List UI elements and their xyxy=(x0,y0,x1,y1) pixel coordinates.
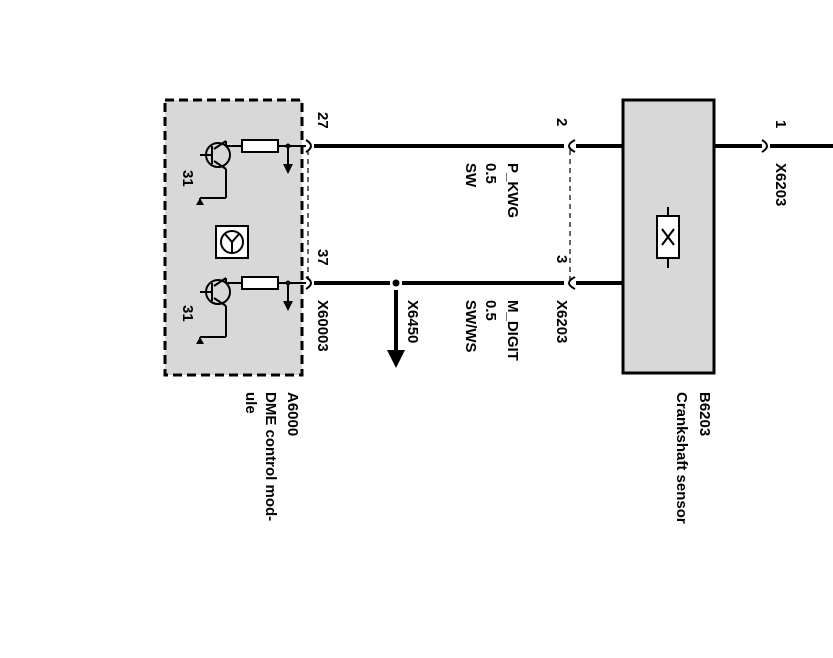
sensor-symbol-icon xyxy=(656,207,680,268)
signal-arrow-bottom-icon xyxy=(283,280,293,311)
ground-bottom-icon xyxy=(196,337,204,344)
ground-label-top: 31 xyxy=(179,170,196,187)
transistor-top-icon xyxy=(200,140,242,199)
wire-bottom-color: SW/WS xyxy=(462,300,479,353)
wire-top-size: 0.5 xyxy=(482,163,499,184)
wire-top-name: P_KWG xyxy=(504,163,521,218)
resistor-top xyxy=(241,139,279,153)
module-symbol-icon xyxy=(215,225,249,259)
pin-label-37: 37 xyxy=(314,249,331,266)
transistor-bottom-icon xyxy=(200,277,242,338)
pin-label-1: 1 xyxy=(772,120,789,128)
dme-name-line2: ule xyxy=(242,392,259,414)
connector-x60003: X60003 xyxy=(314,300,331,352)
resistor-bottom xyxy=(241,276,279,290)
connector-x6450: X6450 xyxy=(404,300,421,343)
wire-bottom-size: 0.5 xyxy=(482,300,499,321)
dme-name-line1: DME control mod- xyxy=(262,392,279,521)
branch-arrow-icon xyxy=(387,279,405,368)
wire-bottom-name: M_DIGIT xyxy=(504,300,521,361)
wire-top-color: SW xyxy=(462,163,479,188)
connector-pin-2 xyxy=(568,139,576,153)
connector-x6203-right: X6203 xyxy=(772,163,789,206)
pin-label-27: 27 xyxy=(314,112,331,129)
connector-pin-37 xyxy=(305,276,312,290)
dme-id: A6000 xyxy=(284,392,301,436)
connector-pin-1 xyxy=(761,139,768,153)
pin-label-2: 2 xyxy=(553,118,570,126)
connector-x6203-sensor: X6203 xyxy=(553,300,570,343)
sensor-name: Crankshaft sensor xyxy=(673,392,690,524)
connector-pin-27 xyxy=(305,139,312,153)
ground-label-bottom: 31 xyxy=(179,305,196,322)
signal-arrow-top-icon xyxy=(283,143,293,174)
connector-pin-3 xyxy=(568,276,576,290)
pin-label-3: 3 xyxy=(553,255,570,263)
ground-top-icon xyxy=(196,198,204,205)
sensor-id: B6203 xyxy=(696,392,713,436)
